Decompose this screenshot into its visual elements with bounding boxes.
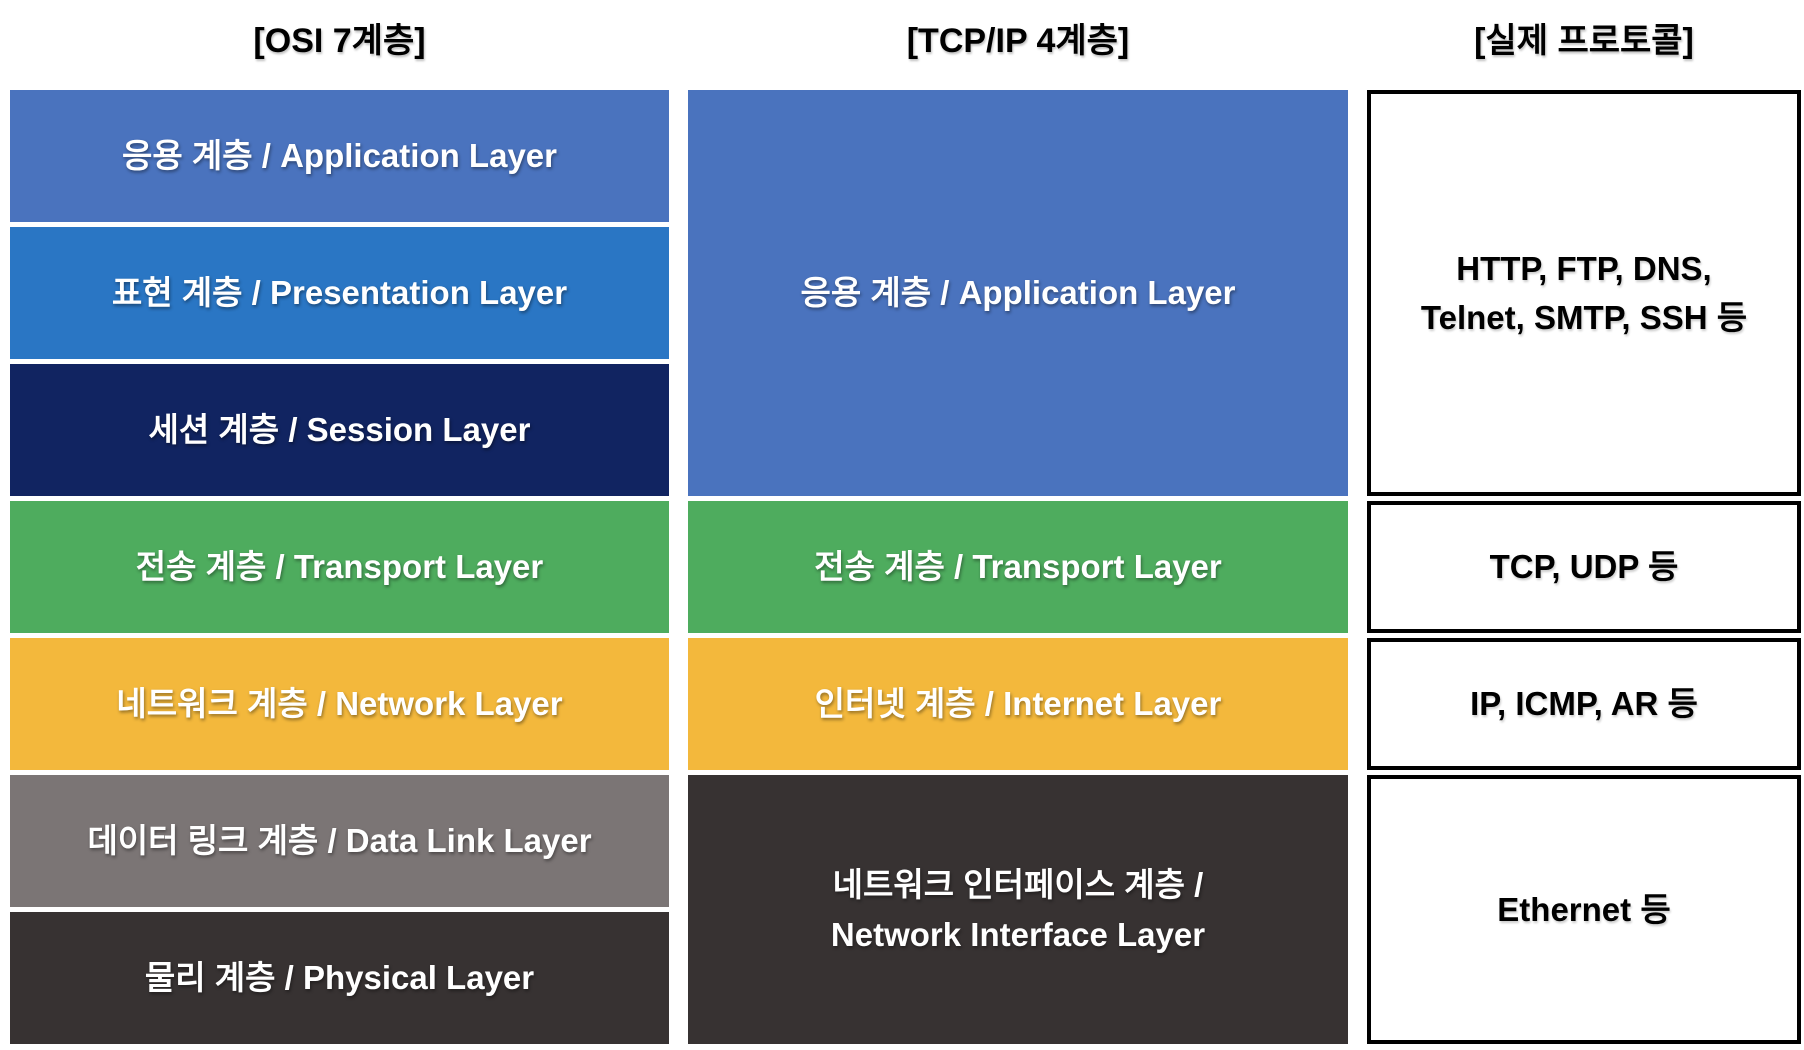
protocol-box-network-interface: Ethernet 등 xyxy=(1367,775,1801,1044)
osi-layer-session: 세션 계층 / Session Layer xyxy=(10,364,669,496)
tcpip-layer-transport: 전송 계층 / Transport Layer xyxy=(688,501,1348,633)
osi-layer-application: 응용 계층 / Application Layer xyxy=(10,90,669,222)
osi-layer-network: 네트워크 계층 / Network Layer xyxy=(10,638,669,770)
osi-layer-datalink: 데이터 링크 계층 / Data Link Layer xyxy=(10,775,669,907)
tcpip-layer-internet: 인터넷 계층 / Internet Layer xyxy=(688,638,1348,770)
tcpip-column-header: [TCP/IP 4계층] xyxy=(906,22,1130,60)
protocol-box-transport: TCP, UDP 등 xyxy=(1367,501,1801,633)
osi-layer-presentation: 표현 계층 / Presentation Layer xyxy=(10,227,669,359)
protocol-box-application: HTTP, FTP, DNS, Telnet, SMTP, SSH 등 xyxy=(1367,90,1801,496)
osi-layer-transport: 전송 계층 / Transport Layer xyxy=(10,501,669,633)
osi-layer-physical: 물리 계층 / Physical Layer xyxy=(10,912,669,1044)
tcpip-layer-application: 응용 계층 / Application Layer xyxy=(688,90,1348,496)
protocol-box-internet: IP, ICMP, AR 등 xyxy=(1367,638,1801,770)
tcpip-layer-network-interface: 네트워크 인터페이스 계층 / Network Interface Layer xyxy=(688,775,1348,1044)
diagram-grid: [OSI 7계층] [TCP/IP 4계층] [실제 프로토콜] 응용 계층 /… xyxy=(10,0,1801,1044)
osi-column-header: [OSI 7계층] xyxy=(253,22,426,60)
protocols-column-header: [실제 프로토콜] xyxy=(1474,22,1694,60)
